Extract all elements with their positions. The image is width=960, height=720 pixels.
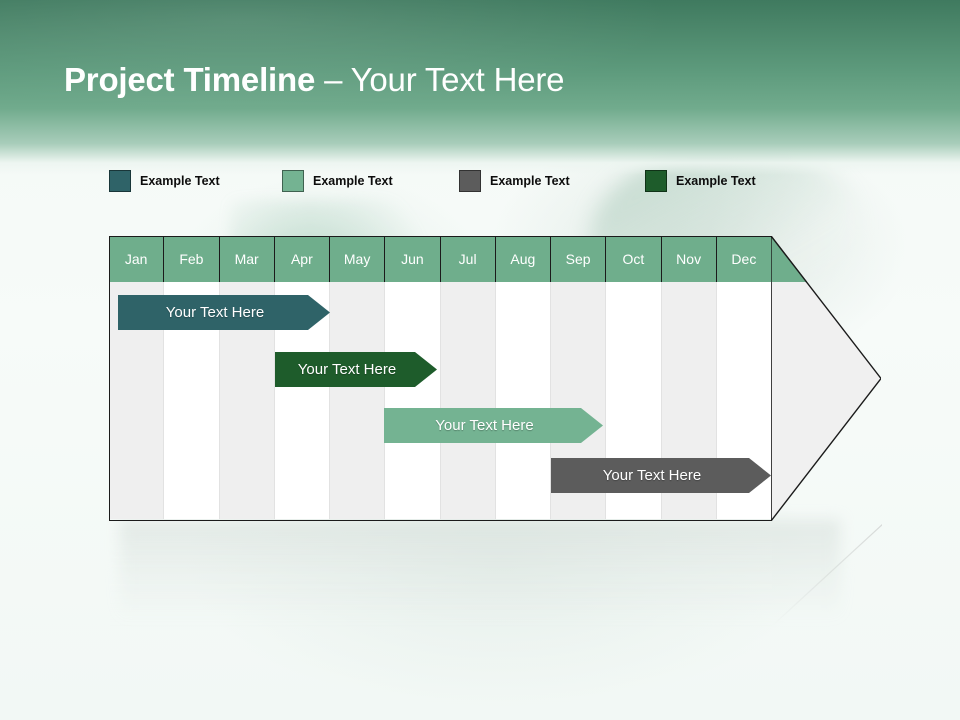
page-title-bold: Project Timeline <box>64 61 316 98</box>
timeline-arrow-head <box>771 236 881 521</box>
page-title: Project Timeline – Your Text Here <box>64 58 564 102</box>
month-header-cell[interactable]: Jan <box>109 236 165 282</box>
legend-swatch-icon <box>282 170 304 192</box>
month-header-cell[interactable]: Aug <box>495 236 551 282</box>
task-bar-label: Your Text Here <box>165 304 265 321</box>
month-header-cell[interactable]: Dec <box>716 236 771 282</box>
task-bar-label: Your Text Here <box>297 361 397 378</box>
month-header-cell[interactable]: Oct <box>606 236 662 282</box>
task-bar-arrow-shape <box>275 352 437 387</box>
legend-item[interactable]: Example Text <box>459 168 570 194</box>
page-title-light: Your Text Here <box>350 61 565 98</box>
month-header-cell[interactable]: Sep <box>551 236 607 282</box>
title-banner <box>0 0 960 175</box>
month-header-cell[interactable]: Jul <box>440 236 496 282</box>
arrow-head-shape <box>771 236 881 521</box>
timeline-month-column <box>385 282 441 519</box>
month-header-cell[interactable]: Nov <box>661 236 717 282</box>
timeline-month-column <box>440 282 496 519</box>
legend-swatch-icon <box>459 170 481 192</box>
legend-swatch-icon <box>645 170 667 192</box>
month-header-cell[interactable]: Mar <box>219 236 275 282</box>
legend-item[interactable]: Example Text <box>109 168 220 194</box>
month-header-cell[interactable]: May <box>330 236 386 282</box>
legend-item-label: Example Text <box>313 174 393 188</box>
timeline-month-column <box>330 282 386 519</box>
legend-item-label: Example Text <box>490 174 570 188</box>
legend-item[interactable]: Example Text <box>282 168 393 194</box>
task-bar-arrow-shape <box>384 408 603 443</box>
month-header-cell[interactable]: Feb <box>164 236 220 282</box>
task-bar-label: Your Text Here <box>602 467 702 484</box>
legend-item-label: Example Text <box>140 174 220 188</box>
timeline-task-bar[interactable]: Your Text Here <box>275 352 437 387</box>
task-bar-arrow-shape <box>551 458 771 493</box>
chart-frame <box>109 236 771 521</box>
legend-item[interactable]: Example Text <box>645 168 756 194</box>
timeline-month-column <box>495 282 551 519</box>
background-photo-blur-bottom <box>120 520 840 630</box>
task-bar-arrow-shape <box>118 295 330 330</box>
banner-sheen <box>0 0 960 140</box>
month-header-cell[interactable]: Jun <box>385 236 441 282</box>
timeline-task-bar[interactable]: Your Text Here <box>384 408 603 443</box>
legend-item-label: Example Text <box>676 174 756 188</box>
month-header-cell[interactable]: Apr <box>274 236 330 282</box>
timeline-task-bar[interactable]: Your Text Here <box>118 295 330 330</box>
page-title-separator: – <box>315 61 351 98</box>
timeline-task-bar[interactable]: Your Text Here <box>551 458 771 493</box>
task-bar-label: Your Text Here <box>435 417 534 434</box>
legend-swatch-icon <box>109 170 131 192</box>
